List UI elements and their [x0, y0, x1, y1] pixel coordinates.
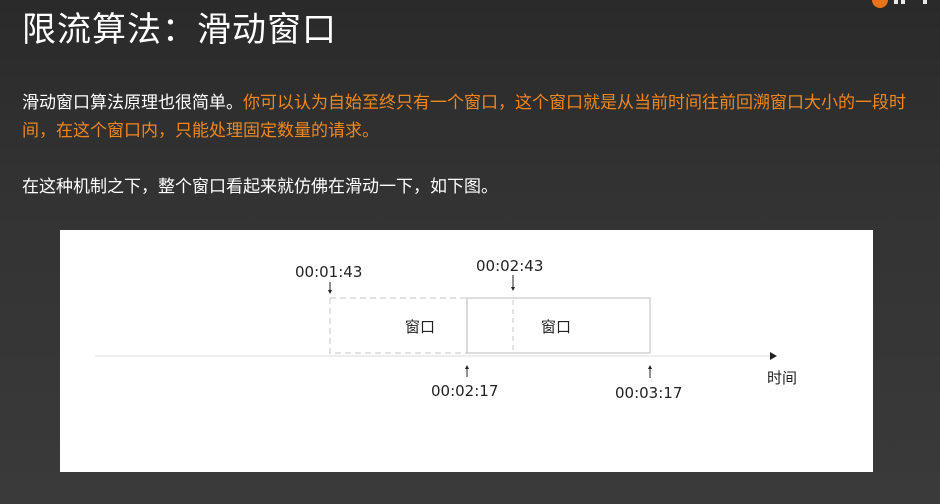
window-1-end-time: 00:02:17	[431, 382, 498, 400]
sliding-window-diagram: 时间 窗口 窗口 00:01:43 00:02:43 00:02:17 00:0…	[60, 230, 873, 472]
window-2-box	[466, 297, 651, 354]
intro-highlight-text: 你可以认为自始至终只有一个窗口，这个窗口就是从当前时间往前回溯窗口大小的一段时间…	[22, 93, 906, 141]
window-2-end-arrow-icon	[648, 365, 652, 369]
logo-mark-icon	[872, 0, 888, 8]
window-2-label: 窗口	[541, 318, 571, 336]
window-1-start-time: 00:01:43	[295, 263, 362, 281]
window-2-end-time: 00:03:17	[615, 384, 682, 402]
window-2-start-time: 00:02:43	[476, 257, 543, 275]
intro-paragraph: 滑动窗口算法原理也很简单。你可以认为自始至终只有一个窗口，这个窗口就是从当前时间…	[22, 89, 912, 145]
intro-plain-text: 滑动窗口算法原理也很简单。	[22, 93, 243, 113]
window-1-start-arrow-icon	[328, 290, 332, 294]
time-axis-arrow-icon	[770, 352, 777, 360]
window-1-label: 窗口	[405, 318, 435, 336]
mechanism-paragraph: 在这种机制之下，整个窗口看起来就仿佛在滑动一下，如下图。	[22, 177, 498, 197]
brand-logo	[870, 0, 940, 10]
time-axis-label: 时间	[767, 369, 797, 387]
page-title: 限流算法：滑动窗口	[22, 10, 337, 50]
window-1-box	[329, 297, 467, 354]
window-1-end-arrow-icon	[465, 365, 469, 369]
window-2-start-arrow-icon	[511, 287, 515, 291]
